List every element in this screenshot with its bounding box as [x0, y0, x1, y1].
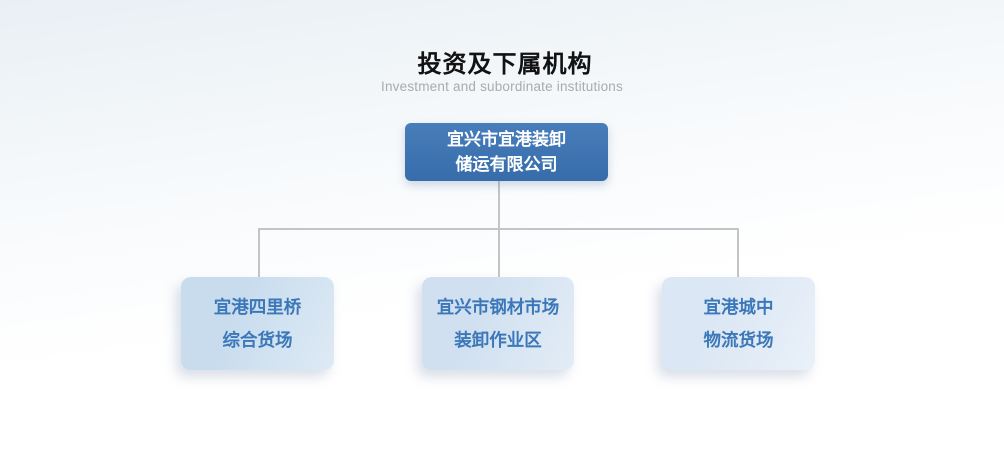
connector-horizontal: [258, 228, 739, 230]
page-title: 投资及下属机构: [417, 51, 593, 78]
org-node-child-3-label-line2: 物流货场: [703, 329, 774, 350]
org-node-root: 宜兴市宜港装卸 储运有限公司: [405, 123, 608, 181]
org-node-child-3-label-line1: 宜港城中: [703, 296, 774, 317]
org-node-child-2-label-line2: 装卸作业区: [454, 329, 542, 350]
org-node-child-3: 宜港城中 物流货场: [662, 277, 815, 370]
connector-drop-right: [737, 228, 739, 278]
org-node-root-label-line1: 宜兴市宜港装卸: [447, 130, 566, 149]
org-node-child-1-label-line1: 宜港四里桥: [213, 296, 302, 317]
org-node-root-label-line2: 储运有限公司: [455, 155, 558, 174]
org-node-child-1-label-line2: 综合货场: [222, 329, 293, 350]
org-node-child-2-label-line1: 宜兴市钢材市场: [436, 296, 560, 317]
org-node-child-1: 宜港四里桥 综合货场: [181, 277, 334, 370]
page-subtitle: Investment and subordinate institutions: [381, 79, 623, 94]
org-node-child-2: 宜兴市钢材市场 装卸作业区: [422, 277, 574, 370]
connector-drop-left: [258, 228, 260, 278]
